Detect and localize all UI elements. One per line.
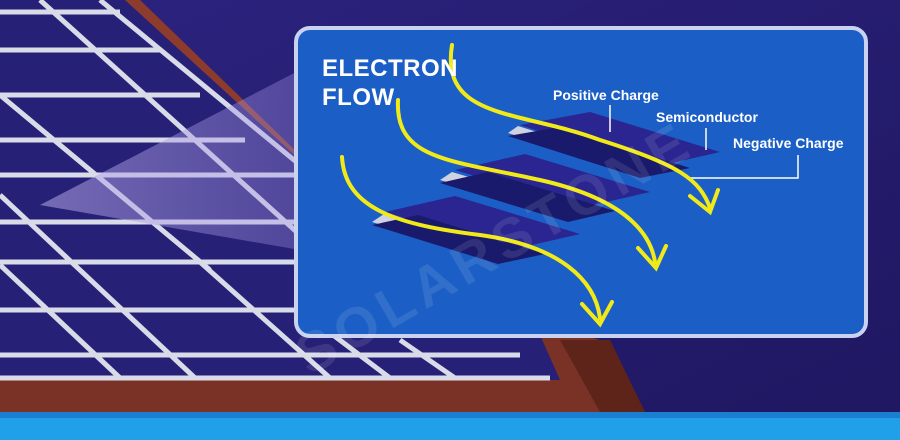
flow-arrow-2	[395, 98, 657, 264]
cell-stack-3	[372, 196, 580, 264]
diagram-title-line1: ELECTRON	[322, 55, 458, 82]
flow-arrowhead-3	[580, 300, 614, 328]
electron-arrows	[340, 43, 720, 328]
flow-arrow-3	[340, 155, 602, 320]
label-negative-charge: Negative Charge	[733, 135, 844, 151]
leader-lines	[609, 105, 799, 179]
roof-eave	[560, 340, 645, 412]
label-positive-charge: Positive Charge	[553, 87, 659, 103]
leader-negative	[690, 155, 799, 179]
flow-arrowhead-2	[636, 244, 668, 272]
diagram-title-line2: FLOW	[322, 84, 395, 111]
flow-arrow-1	[448, 43, 712, 210]
cell-stack-1	[508, 112, 720, 178]
flow-arrowhead-1	[688, 188, 720, 216]
label-semiconductor: Semiconductor	[656, 109, 758, 125]
house-wall-edge	[0, 412, 900, 418]
light-beam	[40, 70, 300, 250]
